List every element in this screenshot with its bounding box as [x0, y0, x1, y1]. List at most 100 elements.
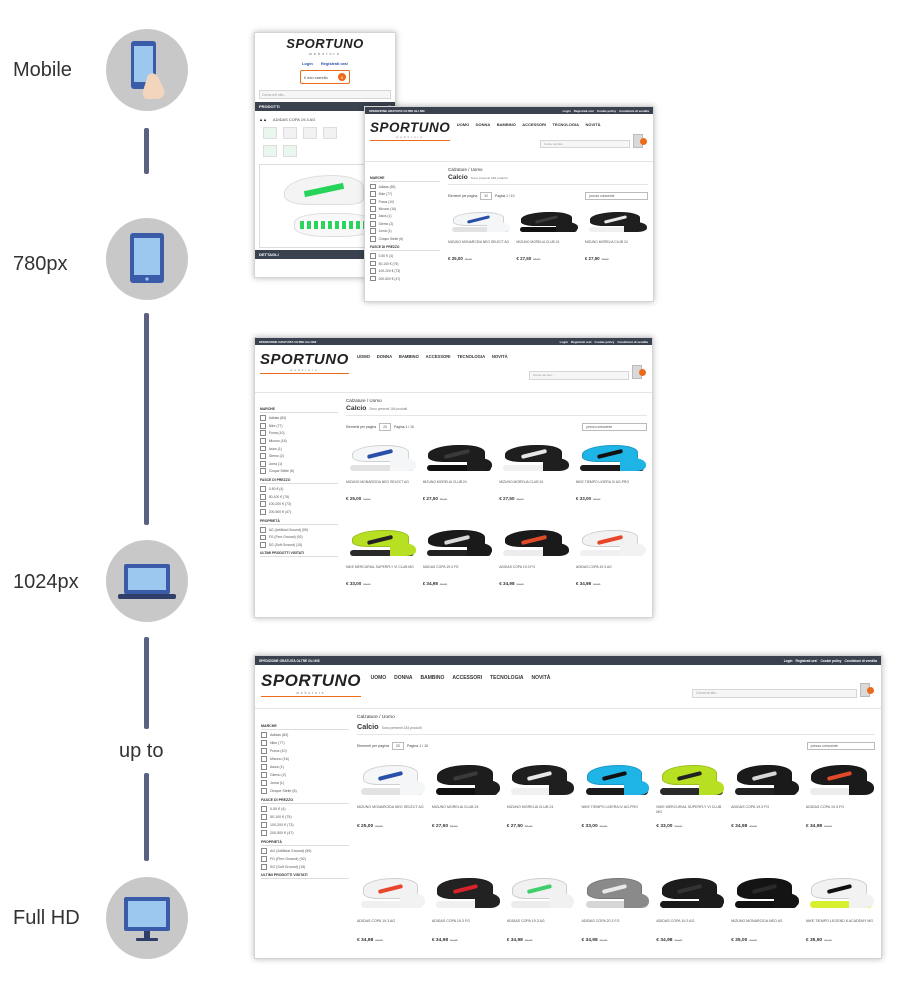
topbar-link[interactable]: Registrati ora!: [570, 339, 592, 344]
nav-item[interactable]: NOVITÀ: [491, 354, 508, 359]
product-card[interactable]: NIKE MERCURIAL SUPERFLY VI CLUB MG€ 33,0…: [656, 757, 725, 865]
price-checkbox[interactable]: 50-100 € (75): [261, 814, 349, 820]
sort-select[interactable]: prezzo crescente: [582, 423, 647, 432]
brand-checkbox[interactable]: Giemo (2): [370, 221, 440, 227]
price-checkbox[interactable]: 0-50 € (4): [260, 486, 338, 492]
price-checkbox[interactable]: 200-500 € (47): [260, 509, 338, 515]
property-checkbox[interactable]: SG (Soft Ground) (15): [260, 542, 338, 548]
product-image[interactable]: [507, 757, 576, 801]
nav-item[interactable]: DONNA: [376, 354, 393, 359]
product-image[interactable]: [581, 871, 650, 915]
brand-checkbox[interactable]: Joma (1): [370, 228, 440, 234]
brand-checkbox[interactable]: Puma (10): [370, 199, 440, 205]
brand-checkbox[interactable]: Puma (10): [261, 748, 349, 754]
price-checkbox[interactable]: 50-100 € (75): [260, 494, 338, 500]
product-image[interactable]: [423, 438, 494, 476]
brand-checkbox[interactable]: Nike (77): [260, 423, 338, 429]
nav-item[interactable]: DONNA: [394, 675, 413, 682]
brand-checkbox[interactable]: Adidas (83): [370, 184, 440, 190]
product-image[interactable]: [731, 757, 800, 801]
price-checkbox[interactable]: 50-100 € (75): [370, 261, 440, 267]
nav-item[interactable]: TECNOLOGIA: [552, 122, 580, 128]
brand-checkbox[interactable]: Cinque Stelle (6): [261, 788, 349, 794]
price-checkbox[interactable]: 100-200 € (73): [260, 501, 338, 507]
brand-checkbox[interactable]: Puma (10): [260, 430, 338, 436]
product-image[interactable]: [432, 757, 501, 801]
property-checkbox[interactable]: FG (Firm Ground) (92): [260, 535, 338, 541]
per-page-select[interactable]: 20: [379, 423, 391, 432]
brand-checkbox[interactable]: Mizuno (16): [370, 206, 440, 212]
cart-icon[interactable]: [633, 134, 647, 149]
brand-checkbox[interactable]: Mizuno (16): [260, 438, 338, 444]
property-checkbox[interactable]: AG (Artificial Ground) (59): [260, 527, 338, 533]
nav-item[interactable]: NOVITÀ: [585, 122, 601, 128]
topbar-link[interactable]: Login: [559, 339, 568, 344]
topbar-link[interactable]: Condizioni di vendita: [619, 108, 649, 113]
topbar-link[interactable]: Registrati ora!: [795, 658, 818, 663]
thumbnail[interactable]: [323, 127, 337, 139]
nav-item[interactable]: BAMBINO: [398, 354, 419, 359]
product-image[interactable]: [499, 523, 570, 561]
topbar-link[interactable]: Cookie policy: [594, 339, 615, 344]
search-input[interactable]: Cerca nel sito...: [692, 689, 857, 698]
product-image[interactable]: [806, 757, 875, 801]
thumbnail[interactable]: [263, 145, 277, 157]
product-image[interactable]: [448, 206, 511, 236]
nav-item[interactable]: TECNOLOGIA: [457, 354, 486, 359]
brand-checkbox[interactable]: Asics (1): [261, 764, 349, 770]
site-logo[interactable]: SPORTUNO: [286, 36, 364, 51]
product-image[interactable]: [656, 757, 725, 801]
brand-checkbox[interactable]: Nike (77): [261, 740, 349, 746]
nav-item[interactable]: BAMBINO: [420, 675, 445, 682]
product-image[interactable]: [731, 871, 800, 915]
brand-checkbox[interactable]: Joma (1): [261, 780, 349, 786]
brand-checkbox[interactable]: Asics (1): [370, 214, 440, 220]
product-image[interactable]: [357, 871, 426, 915]
search-input[interactable]: Cerca nel sito...: [529, 371, 629, 380]
property-checkbox[interactable]: AG (Artificial Ground) (59): [261, 848, 349, 854]
product-image[interactable]: [576, 438, 647, 476]
thumbnail[interactable]: [283, 127, 297, 139]
property-checkbox[interactable]: FG (Firm Ground) (92): [261, 856, 349, 862]
brand-checkbox[interactable]: Mizuno (16): [261, 756, 349, 762]
product-image[interactable]: [507, 871, 576, 915]
sort-select[interactable]: prezzo crescente: [585, 191, 648, 200]
product-card[interactable]: NIKE MERCURIAL SUPERFLY VI CLUB MG€ 33,0…: [346, 523, 417, 603]
brand-checkbox[interactable]: Cinque Stelle (6): [370, 236, 440, 242]
product-image[interactable]: [585, 206, 648, 236]
topbar-link[interactable]: Registrati ora!: [573, 108, 594, 113]
register-link[interactable]: Registrati ora!: [320, 61, 348, 66]
brand-checkbox[interactable]: Adidas (83): [260, 415, 338, 421]
brand-checkbox[interactable]: Giemo (2): [261, 772, 349, 778]
details-bar[interactable]: DETTAGLI: [255, 250, 395, 259]
topbar-link[interactable]: Cookie policy: [596, 108, 617, 113]
nav-item[interactable]: UOMO: [370, 675, 387, 682]
product-image[interactable]: [581, 757, 650, 801]
product-image[interactable]: [806, 871, 875, 915]
nav-item[interactable]: ACCESSORI: [425, 354, 451, 359]
nav-item[interactable]: BAMBINO: [496, 122, 516, 128]
topbar-link[interactable]: Condizioni di vendita: [844, 658, 877, 663]
product-image[interactable]: [499, 438, 570, 476]
